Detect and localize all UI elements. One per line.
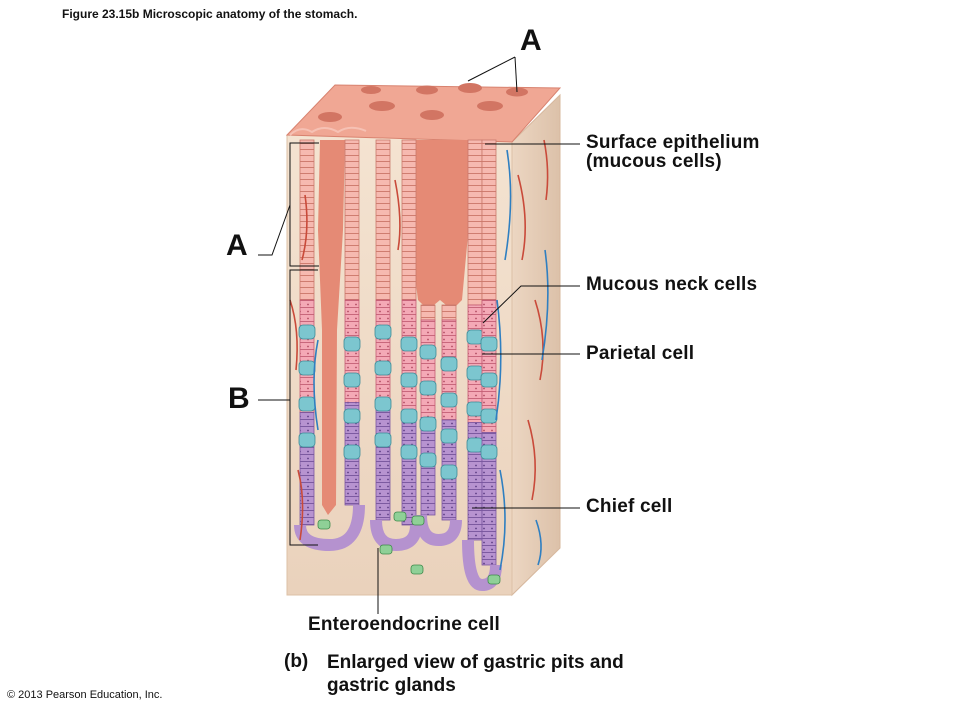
blood-vessel-red bbox=[297, 469, 304, 541]
gland-base bbox=[294, 504, 365, 552]
blood-vessel-red bbox=[517, 174, 526, 261]
parietal-cell bbox=[298, 396, 316, 412]
blood-vessel-blue bbox=[313, 339, 319, 431]
blood-vessel-red bbox=[534, 299, 544, 381]
enteroendocrine-cell bbox=[393, 511, 407, 522]
caption-tag: (b) bbox=[284, 651, 309, 672]
parietal-cell bbox=[419, 452, 437, 468]
letter-left-b: B bbox=[228, 382, 250, 415]
blood-vessel-red bbox=[301, 194, 308, 261]
leader-top-a-left bbox=[467, 56, 516, 82]
surface-epithelium-wall bbox=[401, 139, 417, 301]
surface-epithelium-wall bbox=[344, 139, 360, 301]
parietal-cell bbox=[419, 344, 437, 360]
bracket-a-leader bbox=[258, 204, 291, 256]
surface-epithelium-wall bbox=[481, 139, 497, 301]
blood-vessel-blue bbox=[495, 299, 502, 421]
surface-epithelium-wall bbox=[420, 304, 436, 321]
copyright: © 2013 Pearson Education, Inc. bbox=[7, 689, 163, 701]
bracket-b bbox=[289, 269, 318, 546]
parietal-cell bbox=[480, 336, 498, 352]
blood-vessel-red bbox=[543, 139, 549, 201]
label-chief-cell: Chief cell bbox=[586, 496, 673, 517]
mucous-neck-wall bbox=[299, 299, 315, 413]
parietal-cell bbox=[374, 324, 392, 340]
parietal-cell bbox=[374, 432, 392, 448]
parietal-cell bbox=[400, 444, 418, 460]
label-mucous-neck-cells: Mucous neck cells bbox=[586, 274, 758, 295]
surface-epithelium-wall bbox=[441, 304, 457, 321]
blood-vessel-red bbox=[394, 179, 401, 251]
caption-line2: gastric glands bbox=[327, 675, 456, 696]
gastric-pit-lumen bbox=[318, 140, 470, 515]
blood-vessel-red bbox=[289, 299, 298, 371]
gland-base bbox=[370, 519, 422, 552]
parietal-cell bbox=[480, 444, 498, 460]
parietal-cell bbox=[419, 380, 437, 396]
leader-mucous-neck bbox=[482, 285, 580, 324]
leader-top-a-right bbox=[514, 56, 518, 93]
label-parietal-cell: Parietal cell bbox=[586, 343, 695, 364]
parietal-cell bbox=[480, 408, 498, 424]
parietal-cell bbox=[400, 336, 418, 352]
mucous-neck-wall bbox=[420, 319, 436, 418]
parietal-cell bbox=[440, 356, 458, 372]
chief-cell-wall bbox=[375, 409, 391, 521]
parietal-cell bbox=[440, 428, 458, 444]
enteroendocrine-cell bbox=[410, 564, 424, 575]
label-surface-epithelium-line2: (mucous cells) bbox=[586, 151, 722, 172]
parietal-cell bbox=[343, 372, 361, 388]
enteroendocrine-cell bbox=[379, 544, 393, 555]
enteroendocrine-cell bbox=[317, 519, 331, 530]
parietal-cell bbox=[440, 392, 458, 408]
parietal-cell bbox=[343, 444, 361, 460]
letter-left-a: A bbox=[226, 229, 248, 262]
parietal-cell bbox=[419, 416, 437, 432]
parietal-cell bbox=[343, 336, 361, 352]
enteroendocrine-cell bbox=[487, 574, 501, 585]
parietal-cell bbox=[374, 360, 392, 376]
parietal-cell bbox=[440, 464, 458, 480]
caption: Enlarged view of gastric pits and gastri… bbox=[327, 651, 747, 697]
blood-vessel-blue bbox=[504, 149, 512, 261]
gastric-pit-openings bbox=[318, 83, 528, 122]
gastric-glands bbox=[294, 139, 502, 592]
surface-epithelium-wall bbox=[467, 139, 483, 306]
caption-line1: Enlarged view of gastric pits and bbox=[327, 652, 624, 673]
label-enteroendocrine-cell: Enteroendocrine cell bbox=[308, 614, 500, 635]
parietal-cell bbox=[298, 324, 316, 340]
blood-vessel-blue bbox=[541, 249, 549, 361]
blood-vessel-red bbox=[527, 419, 536, 501]
label-surface-epithelium-line1: Surface epithelium bbox=[586, 132, 760, 153]
parietal-cell bbox=[400, 408, 418, 424]
chief-cell-wall bbox=[481, 432, 497, 566]
gland-base bbox=[415, 514, 462, 547]
figure-title: Figure 23.15b Microscopic anatomy of the… bbox=[62, 7, 358, 21]
parietal-cell bbox=[480, 372, 498, 388]
mucous-neck-wall bbox=[401, 299, 417, 413]
parietal-cell bbox=[298, 432, 316, 448]
chief-cell-wall bbox=[401, 412, 417, 526]
enteroendocrine-cell bbox=[411, 515, 425, 526]
surface-epithelium-wall bbox=[375, 139, 391, 301]
parietal-cell bbox=[400, 372, 418, 388]
mucous-neck-wall bbox=[375, 299, 391, 411]
parietal-cell bbox=[343, 408, 361, 424]
blood-vessels bbox=[289, 139, 549, 571]
blood-vessel-blue bbox=[499, 469, 506, 571]
leader-lines bbox=[258, 56, 580, 614]
parietal-cell bbox=[374, 396, 392, 412]
bracket-a bbox=[289, 142, 319, 267]
blood-vessel-blue bbox=[535, 519, 542, 566]
letter-top-a: A bbox=[520, 24, 542, 57]
label-surface-epithelium: Surface epithelium (mucous cells) bbox=[586, 132, 760, 173]
parietal-cell bbox=[298, 360, 316, 376]
